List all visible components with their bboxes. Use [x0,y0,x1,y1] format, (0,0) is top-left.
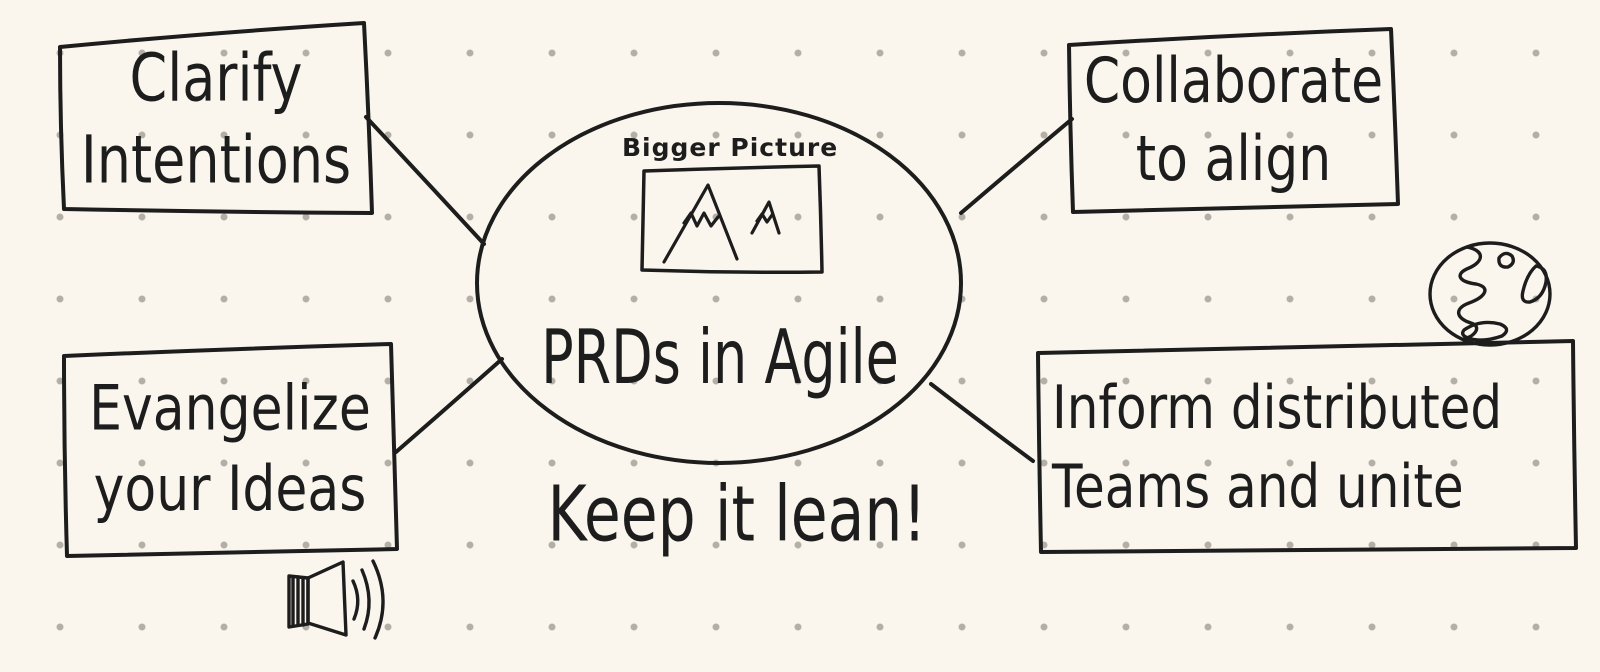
node-label-collaborate-to-align: Collaborate to align [1071,15,1396,226]
node-label-line: your Ideas [93,453,367,526]
node-label-line: Intentions [80,121,352,199]
mountains-icon [662,183,781,264]
center-ellipse [475,101,963,465]
node-label-inform-distributed-teams: Inform distributed Teams and unite [1052,327,1572,567]
speaker-icon [287,559,385,640]
node-label-line: Teams and unite [1052,451,1464,522]
node-label-line: to align [1135,123,1332,196]
node-box-clarify-intentions [58,21,374,215]
node-label-line: Clarify [129,39,303,116]
connector-collaborate [959,117,1074,215]
connector-clarify [364,115,486,246]
node-label-line: Evangelize [89,373,371,446]
center-note: Keep it lean! [547,470,927,560]
connector-inform [929,382,1035,463]
center-title: PRDs in Agile [541,314,899,401]
node-label-line: Inform distributed [1052,372,1503,443]
node-box-collaborate-to-align [1067,27,1400,214]
node-label-line: Collaborate [1083,45,1384,118]
node-label-evangelize-your-ideas: Evangelize your Ideas [66,328,394,573]
inset-frame [640,164,824,274]
node-box-evangelize-your-ideas [62,342,399,558]
globe-icon [1428,241,1552,347]
node-label-clarify-intentions: Clarify Intentions [62,8,370,230]
inset-label: Bigger Picture [622,133,839,162]
node-box-inform-distributed-teams [1036,339,1578,554]
connector-evangelize [394,357,504,454]
